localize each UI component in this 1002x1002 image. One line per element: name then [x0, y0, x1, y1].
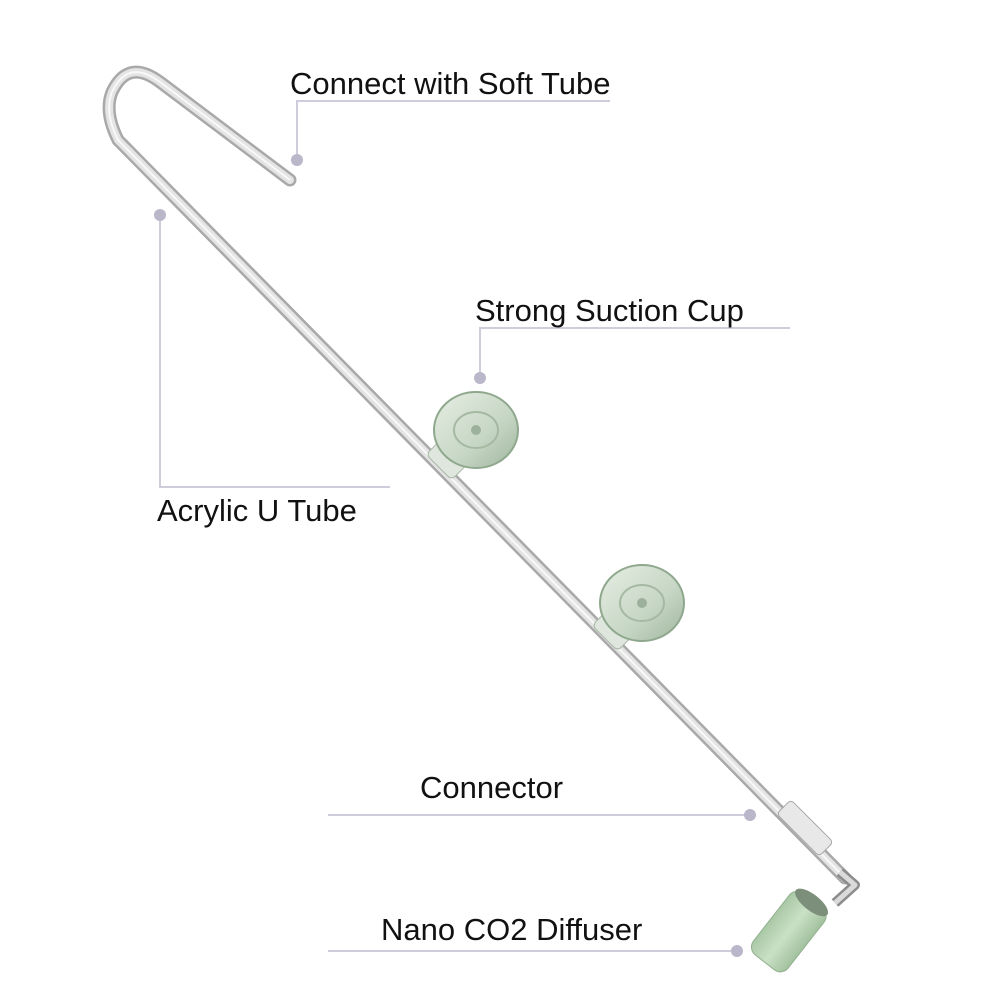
- nano-co2-diffuser: [750, 888, 829, 973]
- callout-connector: Connector: [328, 770, 756, 821]
- callout-suction-cup: Strong Suction Cup: [474, 293, 790, 384]
- suction-cup-lower: [593, 564, 685, 650]
- label-soft-tube: Connect with Soft Tube: [290, 66, 611, 101]
- acrylic-u-tube: [102, 65, 852, 885]
- label-diffuser: Nano CO2 Diffuser: [381, 912, 642, 947]
- callout-diffuser: Nano CO2 Diffuser: [328, 912, 743, 957]
- label-suction-cup: Strong Suction Cup: [475, 293, 744, 328]
- suction-cup-upper: [427, 391, 519, 479]
- label-u-tube: Acrylic U Tube: [157, 493, 357, 528]
- connector: [777, 800, 860, 907]
- callout-soft-tube: Connect with Soft Tube: [290, 66, 611, 166]
- callout-u-tube: Acrylic U Tube: [154, 209, 390, 528]
- label-connector: Connector: [420, 770, 563, 805]
